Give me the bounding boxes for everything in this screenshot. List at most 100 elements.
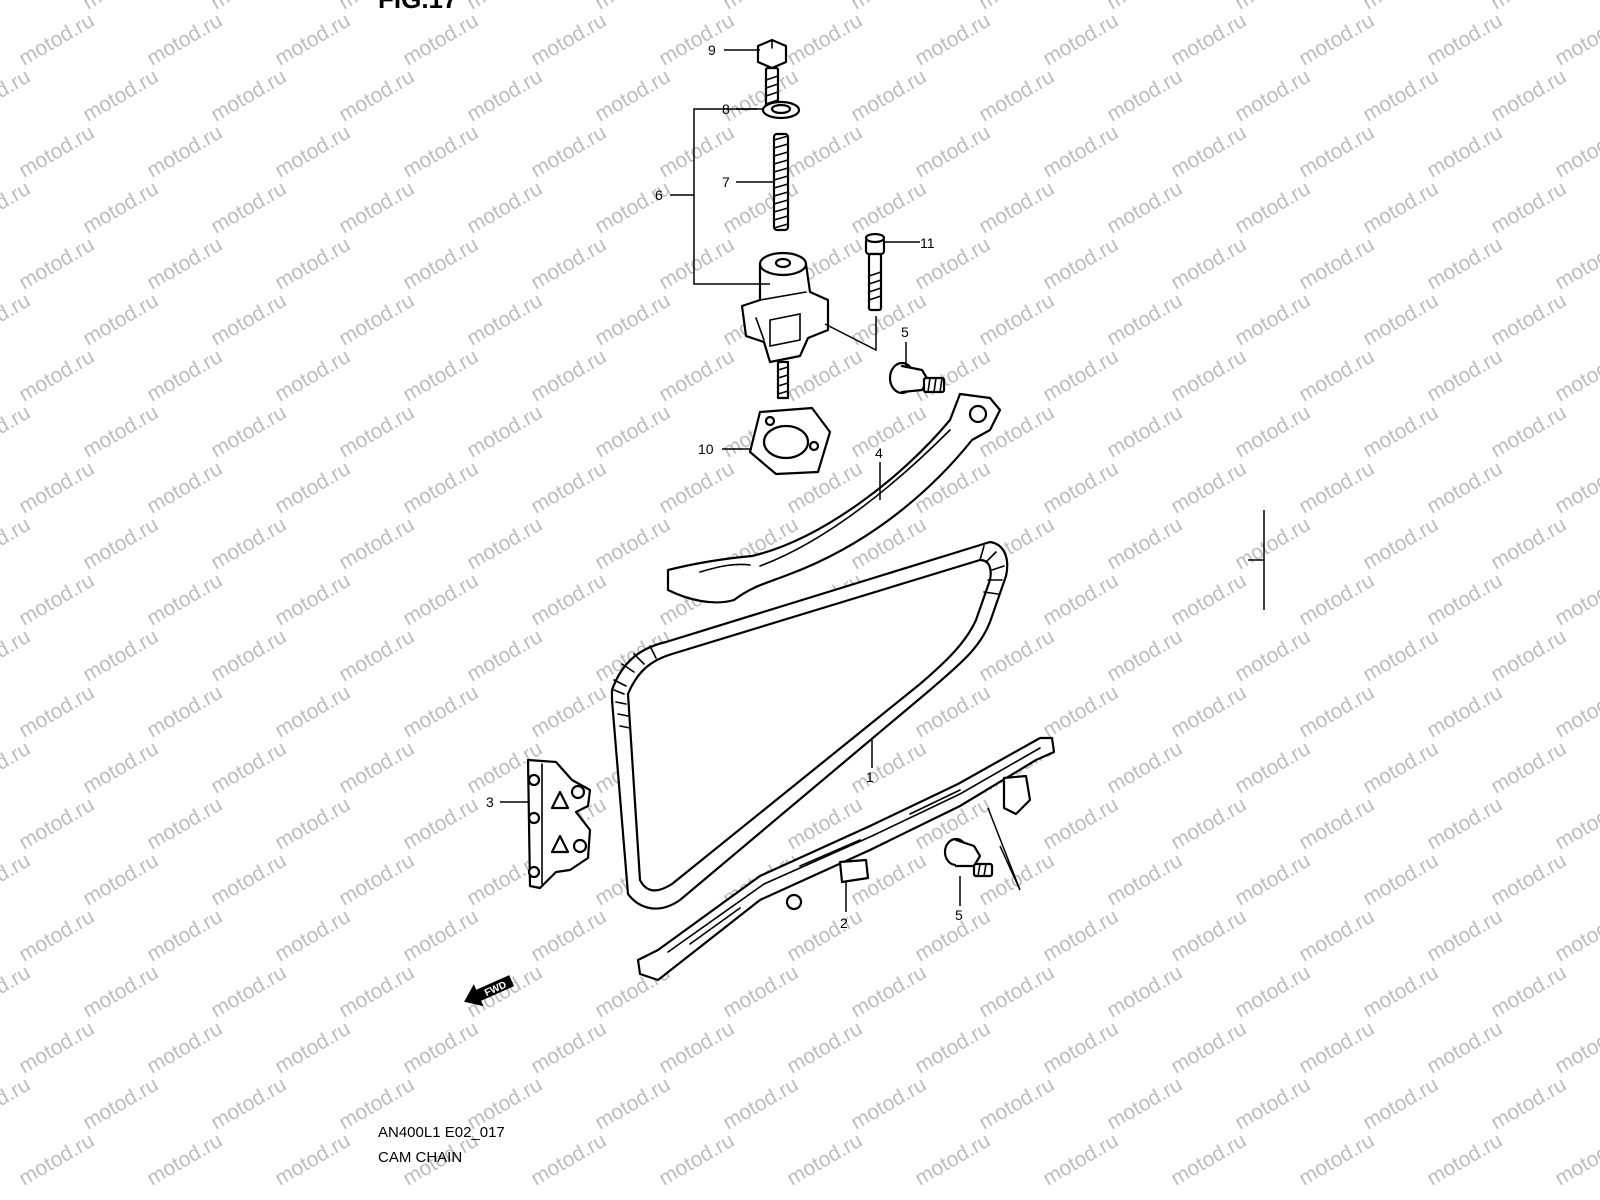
watermark-text: motod.ru	[15, 233, 98, 294]
watermark-text: motod.ru	[783, 1017, 866, 1078]
part-11-bolt	[864, 232, 886, 312]
watermark-text: motod.ru	[143, 233, 226, 294]
watermark-text: motod.ru	[1551, 569, 1600, 630]
watermark-text: motod.ru	[0, 1073, 34, 1134]
callout-9: 9	[708, 42, 716, 58]
part-7-spring	[772, 132, 790, 232]
watermark-text: motod.ru	[335, 289, 418, 350]
watermark-text: motod.ru	[143, 345, 226, 406]
watermark-text: motod.ru	[143, 681, 226, 742]
watermark-text: motod.ru	[1103, 849, 1186, 910]
watermark-text: motod.ru	[1039, 569, 1122, 630]
watermark-text: motod.ru	[1103, 177, 1186, 238]
watermark-text: motod.ru	[527, 345, 610, 406]
watermark-text: motod.ru	[1359, 737, 1442, 798]
watermark-text: motod.ru	[1167, 1129, 1250, 1190]
watermark-text: motod.ru	[1359, 177, 1442, 238]
callout-1: 1	[866, 769, 874, 785]
watermark-text: motod.ru	[15, 793, 98, 854]
watermark-text: motod.ru	[1487, 737, 1570, 798]
watermark-text: motod.ru	[1039, 905, 1122, 966]
watermark-text: motod.ru	[271, 569, 354, 630]
part-9-cap-bolt	[756, 38, 788, 114]
watermark-text: motod.ru	[591, 1073, 674, 1134]
callout-5-upper: 5	[901, 324, 909, 340]
part-6-tensioner-body	[740, 251, 830, 400]
watermark-text: motod.ru	[207, 513, 290, 574]
watermark-text: motod.ru	[79, 1073, 162, 1134]
watermark-text: motod.ru	[1551, 233, 1600, 294]
watermark-text: motod.ru	[1487, 961, 1570, 1022]
part-2-cam-chain-guide	[636, 736, 1056, 982]
watermark-text: motod.ru	[591, 289, 674, 350]
watermark-text: motod.ru	[399, 1017, 482, 1078]
watermark-text: motod.ru	[335, 401, 418, 462]
watermark-text: motod.ru	[1359, 289, 1442, 350]
watermark-text: motod.ru	[1295, 9, 1378, 70]
watermark-text: motod.ru	[911, 905, 994, 966]
watermark-text: motod.ru	[1359, 401, 1442, 462]
watermark-text: motod.ru	[591, 0, 674, 14]
callout-10: 10	[698, 441, 714, 457]
watermark-text: motod.ru	[719, 961, 802, 1022]
watermark-text: motod.ru	[1039, 9, 1122, 70]
watermark-text: motod.ru	[0, 177, 34, 238]
watermark-text: motod.ru	[975, 65, 1058, 126]
watermark-text: motod.ru	[1487, 1073, 1570, 1134]
watermark-text: motod.ru	[143, 1129, 226, 1190]
watermark-text: motod.ru	[1167, 569, 1250, 630]
part-4-tension-arm	[666, 392, 1002, 604]
callout-3: 3	[486, 794, 494, 810]
watermark-text: motod.ru	[271, 681, 354, 742]
watermark-text: motod.ru	[1295, 905, 1378, 966]
watermark-text: motod.ru	[1295, 121, 1378, 182]
watermark-text: motod.ru	[15, 457, 98, 518]
watermark-text: motod.ru	[1295, 457, 1378, 518]
model-code: AN400L1 E02_017	[378, 1124, 505, 1141]
figure-title: FIG.17	[378, 0, 457, 15]
watermark-text: motod.ru	[975, 177, 1058, 238]
watermark-text: motod.ru	[1231, 849, 1314, 910]
watermark-text: motod.ru	[399, 681, 482, 742]
watermark-text: motod.ru	[0, 625, 34, 686]
watermark-text: motod.ru	[1167, 9, 1250, 70]
watermark-text: motod.ru	[271, 121, 354, 182]
watermark-text: motod.ru	[0, 849, 34, 910]
watermark-text: motod.ru	[1359, 625, 1442, 686]
watermark-text: motod.ru	[79, 625, 162, 686]
watermark-text: motod.ru	[335, 0, 418, 14]
watermark-text: motod.ru	[15, 9, 98, 70]
watermark-text: motod.ru	[1551, 681, 1600, 742]
watermark-text: motod.ru	[399, 9, 482, 70]
watermark-text: motod.ru	[0, 289, 34, 350]
watermark-text: motod.ru	[1231, 625, 1314, 686]
watermark-text: motod.ru	[15, 1129, 98, 1190]
watermark-text: motod.ru	[1231, 0, 1314, 14]
watermark-text: motod.ru	[1487, 177, 1570, 238]
watermark-text: motod.ru	[847, 177, 930, 238]
watermark-text: motod.ru	[207, 1073, 290, 1134]
watermark-text: motod.ru	[79, 513, 162, 574]
watermark-text: motod.ru	[79, 289, 162, 350]
watermark-text: motod.ru	[1167, 345, 1250, 406]
watermark-text: motod.ru	[783, 905, 866, 966]
watermark-text: motod.ru	[271, 905, 354, 966]
watermark-text: motod.ru	[911, 1129, 994, 1190]
watermark-text: motod.ru	[463, 65, 546, 126]
watermark-text: motod.ru	[1423, 121, 1506, 182]
watermark-text: motod.ru	[655, 1017, 738, 1078]
watermark-text: motod.ru	[527, 1129, 610, 1190]
watermark-text: motod.ru	[1551, 345, 1600, 406]
watermark-text: motod.ru	[335, 625, 418, 686]
watermark-text: motod.ru	[207, 849, 290, 910]
watermark-text: motod.ru	[1231, 289, 1314, 350]
watermark-text: motod.ru	[1487, 849, 1570, 910]
watermark-text: motod.ru	[847, 1073, 930, 1134]
watermark-text: motod.ru	[335, 737, 418, 798]
watermark-text: motod.ru	[975, 625, 1058, 686]
watermark-text: motod.ru	[207, 401, 290, 462]
watermark-text: motod.ru	[1039, 681, 1122, 742]
watermark-text: motod.ru	[207, 0, 290, 14]
watermark-text: motod.ru	[655, 1129, 738, 1190]
